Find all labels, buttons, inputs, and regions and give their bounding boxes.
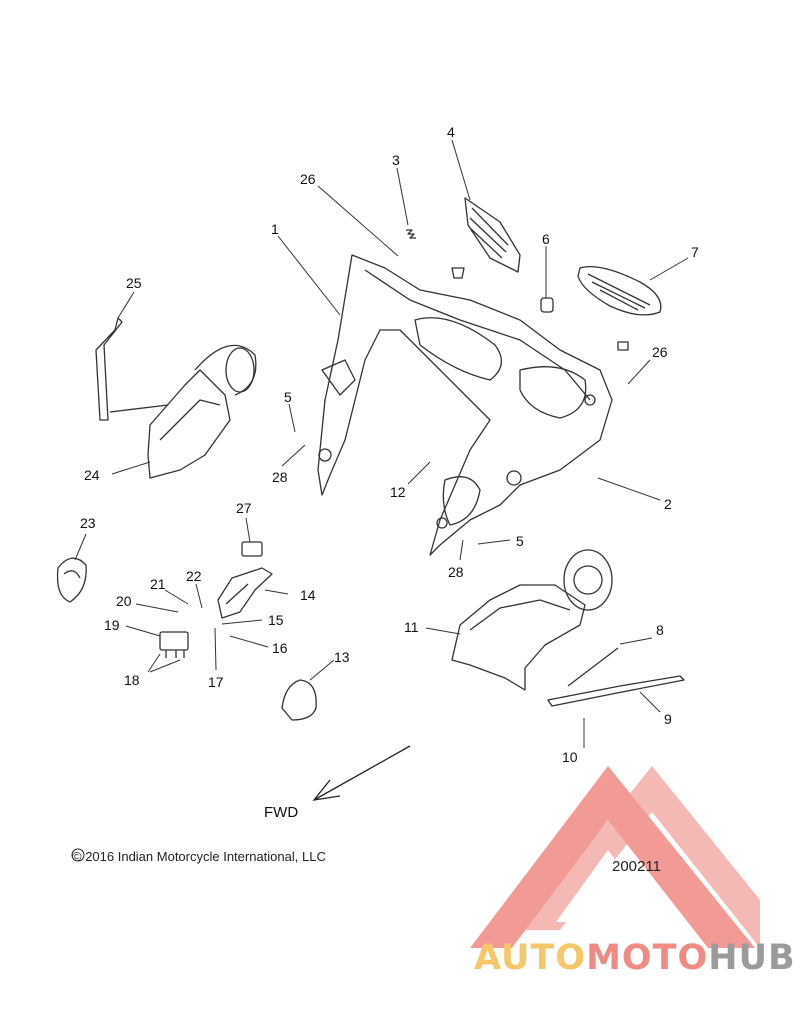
- callout-27: 27: [236, 500, 252, 516]
- leader-lines: [74, 139, 689, 748]
- brace-bar-part: [547, 675, 685, 707]
- callout-28b: 28: [448, 564, 464, 580]
- callout-28: 28: [272, 469, 288, 485]
- grommet-part: [451, 267, 465, 279]
- callout-24: 24: [84, 467, 100, 483]
- callout-18: 18: [124, 672, 140, 688]
- callout-6: 6: [542, 231, 550, 247]
- watermark-logo-icon: [470, 766, 760, 948]
- watermark-moto: MOTO: [586, 938, 709, 978]
- callout-9: 9: [664, 711, 672, 727]
- diagram-number: 200211: [612, 858, 661, 875]
- callout-2: 2: [664, 496, 672, 512]
- callout-11: 11: [404, 619, 419, 635]
- callout-5b: 5: [516, 533, 524, 549]
- vent-grille-left-part: [464, 197, 521, 273]
- vent-grille-right-part: [577, 265, 662, 316]
- callout-8: 8: [656, 622, 664, 638]
- cap-part: [56, 557, 87, 603]
- callout-25: 25: [126, 275, 142, 291]
- cover-part: [281, 679, 317, 721]
- forward-arrow-icon: [312, 745, 411, 801]
- callout-12: 12: [390, 484, 406, 500]
- rod-part: [567, 647, 619, 687]
- callout-22: 22: [186, 568, 202, 584]
- callout-5: 5: [284, 389, 292, 405]
- spring-part: [406, 229, 416, 239]
- copyright-text: © 2016 Indian Motorcycle International, …: [72, 849, 326, 864]
- callout-15: 15: [268, 612, 284, 628]
- callout-20: 20: [116, 593, 132, 609]
- callout-4: 4: [447, 124, 455, 140]
- callout-13: 13: [334, 649, 350, 665]
- mirror-rod-part: [95, 317, 123, 421]
- callout-21: 21: [150, 576, 166, 592]
- callout-16: 16: [272, 640, 288, 656]
- callout-7: 7: [691, 244, 699, 260]
- callout-14: 14: [300, 587, 316, 603]
- inner-fairing-part: [317, 254, 613, 556]
- callout-26b: 26: [652, 344, 668, 360]
- callout-3: 3: [392, 152, 400, 168]
- callout-19: 19: [104, 617, 120, 633]
- copyright-icon: [71, 848, 85, 862]
- block-part: [241, 541, 263, 557]
- callout-26: 26: [300, 171, 316, 187]
- switch-bracket-part: [217, 567, 273, 619]
- watermark-brand: AUTOMOTOHUB: [474, 938, 796, 978]
- callout-10: 10: [562, 749, 578, 765]
- callout-1: 1: [271, 221, 279, 237]
- watermark-hub: HUB: [708, 938, 796, 978]
- connector-part: [159, 631, 189, 658]
- headlight-housing-part: [451, 549, 613, 691]
- clip-part: [540, 297, 554, 313]
- mirror-bracket-part: [147, 344, 257, 479]
- forward-label: FWD: [264, 804, 299, 821]
- watermark-auto: AUTO: [474, 938, 587, 978]
- callout-23: 23: [80, 515, 96, 531]
- callout-17: 17: [208, 674, 224, 690]
